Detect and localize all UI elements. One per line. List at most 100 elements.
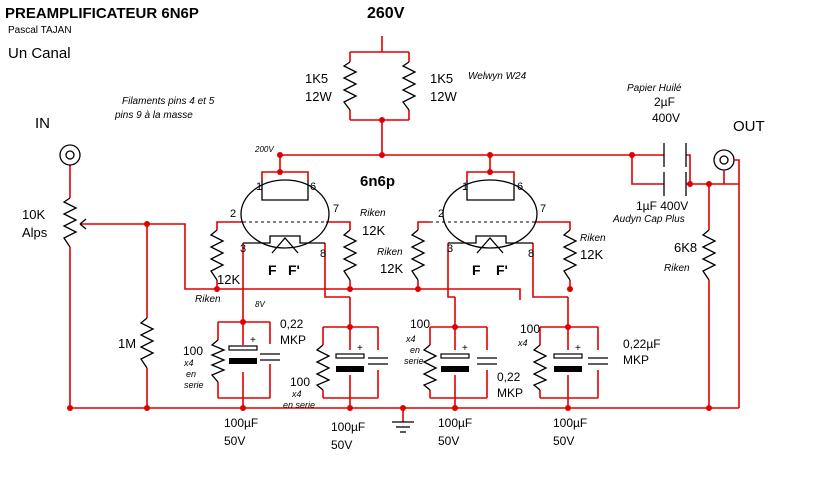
t2-anode-r-value: 12K <box>580 247 603 262</box>
t2-pin7: 7 <box>540 203 546 215</box>
t1-pin1: 1 <box>256 181 262 193</box>
t1-anode-r-value: 12K <box>362 223 385 238</box>
paper-cap-voltage: 400V <box>652 111 680 125</box>
audyn-capacitor <box>663 172 687 196</box>
bias1-en: en <box>186 369 196 379</box>
paper-cap-value: 2µF <box>654 95 675 109</box>
bias1-r-value: 100 <box>183 344 203 358</box>
bias4-c-value: 0,22µF <box>623 337 661 351</box>
t1-pin6: 6 <box>310 181 316 193</box>
voltage-8: 8V <box>255 300 265 309</box>
bias3-en: en <box>410 345 420 355</box>
t2-anode-resistor <box>562 229 578 281</box>
t1-grid-resistor <box>209 229 225 281</box>
audyn-cap-brand: Audyn Cap Plus <box>612 214 685 225</box>
paper-cap-note: Papier Huilé <box>627 83 682 94</box>
t2-pin3: 3 <box>447 243 453 255</box>
bias3-r-value: 100 <box>410 317 430 331</box>
filaments-note-1: Filaments pins 4 et 5 <box>122 96 215 107</box>
svg-text:+: + <box>462 343 468 354</box>
welwyn-note: Welwyn W24 <box>468 71 527 82</box>
bias3-electrolytic-capacitor: + <box>440 343 470 372</box>
t1-pin2: 2 <box>230 208 236 220</box>
bias4-r-value: 100 <box>520 322 540 336</box>
tube-type: 6n6p <box>360 173 395 190</box>
supply-voltage: 260V <box>367 5 405 22</box>
bias3-film-capacitor <box>477 357 497 365</box>
output-r-brand: Riken <box>664 263 690 274</box>
bias4-resistor <box>532 344 548 391</box>
grid-resistor-value: 1M <box>118 336 136 351</box>
t1-filament-f: F <box>268 262 277 278</box>
bias3-resistor <box>422 344 438 391</box>
anode-resistor-left <box>342 61 358 111</box>
t2-anode-r-brand: Riken <box>580 233 606 244</box>
bias2-cap-value: 100µF <box>331 420 365 434</box>
t1-pin3: 3 <box>240 243 246 255</box>
bias1-resistor <box>210 339 226 383</box>
paper-oil-capacitor <box>663 143 687 167</box>
volume-potentiometer <box>62 197 87 248</box>
bias2-electrolytic-capacitor: + <box>335 343 365 372</box>
bias3-c-type: MKP <box>497 386 523 400</box>
bias4-x4: x4 <box>517 338 528 348</box>
author: Pascal TAJAN <box>8 25 72 36</box>
t1-anode-r-brand: Riken <box>360 208 386 219</box>
t1-pin8: 8 <box>320 248 326 260</box>
input-label: IN <box>35 115 50 132</box>
filaments-note-2: pins 9 à la masse <box>114 110 193 121</box>
ground-icon <box>392 421 414 433</box>
input-jack-icon <box>59 144 81 166</box>
svg-text:+: + <box>357 343 363 354</box>
t2-pin1: 1 <box>462 181 468 193</box>
t2-filament-fp: F' <box>496 262 508 278</box>
anode-r-left-watt: 12W <box>305 89 332 104</box>
anode-r-right-watt: 12W <box>430 89 457 104</box>
bias2-x4: x4 <box>291 389 302 399</box>
voltage-200: 200V <box>254 145 274 154</box>
bias2-resistor <box>315 344 331 391</box>
bias4-electrolytic-capacitor: + <box>553 343 583 372</box>
t1-anode-resistor <box>342 229 358 281</box>
title: PREAMPLIFICATEUR 6N6P <box>5 5 199 22</box>
bias4-film-capacitor <box>588 357 608 365</box>
junction-dots <box>67 117 712 411</box>
anode-resistor-right <box>401 61 417 111</box>
t2-pin6: 6 <box>517 181 523 193</box>
pot-brand: Alps <box>22 225 48 240</box>
anode-r-right-value: 1K5 <box>430 71 453 86</box>
tube-2 <box>430 179 538 254</box>
audyn-cap-value: 1µF 400V <box>636 199 688 213</box>
output-resistor <box>701 229 717 281</box>
bias1-electrolytic-capacitor: + <box>228 335 258 364</box>
svg-text:+: + <box>575 343 581 354</box>
t1-grid-r-value: 12K <box>217 272 240 287</box>
bias2-film-capacitor <box>368 357 388 365</box>
bias2-en-serie: en serie <box>283 400 315 410</box>
svg-text:+: + <box>250 335 256 346</box>
bias4-c-type: MKP <box>623 353 649 367</box>
bias2-r-value: 100 <box>290 375 310 389</box>
output-label: OUT <box>733 118 765 135</box>
channel-label: Un Canal <box>8 45 71 62</box>
t2-pin2: 2 <box>438 208 444 220</box>
bias2-cap-voltage: 50V <box>331 438 352 452</box>
bias1-x4: x4 <box>183 358 194 368</box>
t1-filament-fp: F' <box>288 262 300 278</box>
bias3-c-value: 0,22 <box>497 370 521 384</box>
t2-grid-r-brand: Riken <box>377 247 403 258</box>
t1-grid-r-brand: Riken <box>195 294 221 305</box>
bias4-cap-voltage: 50V <box>553 434 574 448</box>
anode-r-left-value: 1K5 <box>305 71 328 86</box>
bias1-c-type: MKP <box>280 333 306 347</box>
bias4-cap-value: 100µF <box>553 416 587 430</box>
bias3-cap-value: 100µF <box>438 416 472 430</box>
bias1-film-capacitor <box>260 353 280 361</box>
grid-resistor <box>139 317 155 369</box>
bias3-x4: x4 <box>405 334 416 344</box>
t2-pin8: 8 <box>528 248 534 260</box>
bias1-cap-value: 100µF <box>224 416 258 430</box>
bias1-cap-voltage: 50V <box>224 434 245 448</box>
pot-value: 10K <box>22 207 45 222</box>
